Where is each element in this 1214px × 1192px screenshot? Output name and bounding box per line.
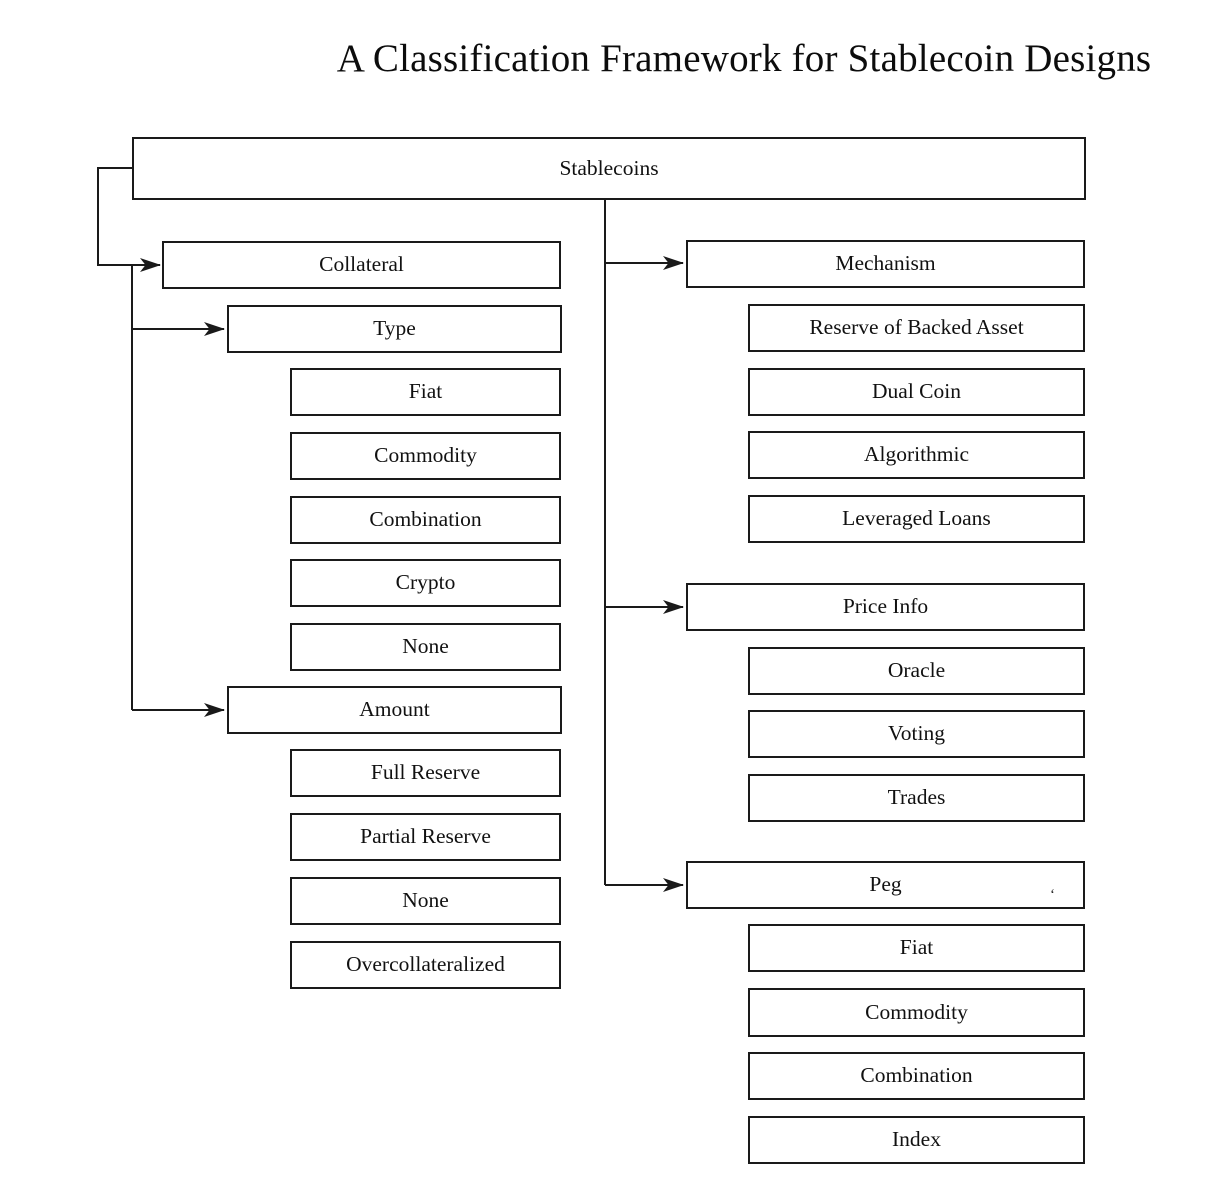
node-collateral-label: Collateral [319, 252, 404, 277]
node-amount-overcollateralized-label: Overcollateralized [346, 952, 505, 977]
node-stablecoins: Stablecoins [132, 137, 1086, 200]
node-amount-none-label: None [402, 888, 449, 913]
node-collateral: Collateral [162, 241, 561, 289]
node-amount-overcollateralized: Overcollateralized [290, 941, 561, 989]
node-price-info-oracle-label: Oracle [887, 658, 946, 683]
node-price-info-trades: Trades [748, 774, 1085, 822]
node-price-info: Price Info [686, 583, 1085, 631]
node-peg: Peg [686, 861, 1085, 909]
node-peg-combination-label: Combination [860, 1063, 973, 1088]
node-mechanism-dual-coin-label: Dual Coin [872, 379, 961, 404]
node-type-crypto: Crypto [290, 559, 561, 607]
node-price-info-voting-label: Voting [888, 721, 945, 746]
node-peg-fiat: Fiat [748, 924, 1085, 972]
node-type-fiat: Fiat [290, 368, 561, 416]
node-type-commodity: Commodity [290, 432, 561, 480]
node-price-info-label: Price Info [842, 594, 929, 619]
diagram-title: A Classification Framework for Stablecoi… [336, 37, 1152, 80]
node-type-fiat-label: Fiat [408, 379, 443, 404]
node-peg-fiat-label: Fiat [899, 935, 934, 960]
node-type-label: Type [373, 316, 416, 341]
node-type-combination-label: Combination [369, 507, 482, 532]
node-mechanism-label: Mechanism [835, 251, 936, 276]
node-amount-partial-reserve-label: Partial Reserve [360, 824, 491, 849]
node-type: Type [227, 305, 562, 353]
node-stablecoins-label: Stablecoins [559, 155, 659, 180]
node-price-info-oracle: Oracle [748, 647, 1085, 695]
node-mechanism: Mechanism [686, 240, 1085, 288]
node-amount: Amount [227, 686, 562, 734]
node-price-info-trades-label: Trades [887, 785, 946, 810]
node-type-none-label: None [402, 634, 449, 659]
node-type-none: None [290, 623, 561, 671]
stray-quote-mark: ‘ [1050, 887, 1055, 903]
node-peg-index-label: Index [892, 1127, 941, 1152]
node-mechanism-dual-coin: Dual Coin [748, 368, 1085, 416]
node-amount-partial-reserve: Partial Reserve [290, 813, 561, 861]
node-amount-label: Amount [359, 697, 430, 722]
node-peg-commodity: Commodity [748, 988, 1085, 1037]
node-mechanism-algorithmic-label: Algorithmic [863, 442, 970, 467]
node-mechanism-reserve-of-backed-asset: Reserve of Backed Asset [748, 304, 1085, 352]
node-peg-label: Peg [869, 872, 902, 897]
node-price-info-voting: Voting [748, 710, 1085, 758]
node-peg-commodity-label: Commodity [865, 999, 968, 1024]
node-amount-full-reserve: Full Reserve [290, 749, 561, 797]
node-type-crypto-label: Crypto [395, 570, 456, 595]
node-type-combination: Combination [290, 496, 561, 544]
node-peg-combination: Combination [748, 1052, 1085, 1100]
node-peg-index: Index [748, 1116, 1085, 1164]
node-type-commodity-label: Commodity [374, 443, 477, 468]
node-amount-none: None [290, 877, 561, 925]
node-mechanism-leveraged-loans: Leveraged Loans [748, 495, 1085, 543]
node-mechanism-leveraged-loans-label: Leveraged Loans [842, 506, 991, 531]
node-mechanism-algorithmic: Algorithmic [748, 431, 1085, 479]
collateral-connector-arrow [97, 167, 161, 272]
node-amount-full-reserve-label: Full Reserve [370, 760, 481, 785]
node-mechanism-reserve-of-backed-asset-label: Reserve of Backed Asset [809, 315, 1024, 340]
